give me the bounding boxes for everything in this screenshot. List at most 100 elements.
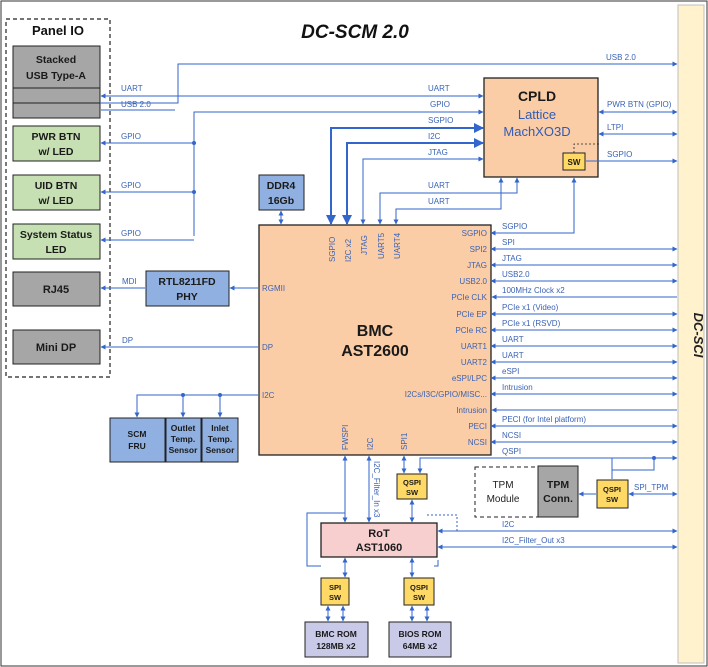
ddr4-label-2: 16Gb xyxy=(268,195,294,207)
pin-peci: PECI xyxy=(468,422,487,431)
status-led-label-2: LED xyxy=(46,244,67,256)
pin-jtag-r: JTAG xyxy=(467,261,487,270)
pin-pcie-ep: PCIe EP xyxy=(456,310,487,319)
lbl-r-usb: USB2.0 xyxy=(502,270,530,279)
pin-usb: USB2.0 xyxy=(459,277,487,286)
bios-rom-box xyxy=(388,621,452,658)
lbl-r-espi: eSPI xyxy=(502,367,519,376)
phy-label-1: RTL8211FD xyxy=(158,276,216,288)
node-gpio-2 xyxy=(192,190,196,194)
tpm-conn-box xyxy=(537,465,579,518)
wire-gpio-cpld xyxy=(193,109,484,236)
lbl-i2c-cpld: I2C xyxy=(428,132,441,141)
tpm-module-label-2: Module xyxy=(487,494,520,505)
cpld-part: MachXO3D xyxy=(503,124,570,139)
lbl-r-ncsi: NCSI xyxy=(502,431,521,440)
lbl-uart-left: UART xyxy=(121,84,143,93)
inlet-label-1: Inlet xyxy=(211,423,229,433)
bmc-rom-label-1: BMC ROM xyxy=(315,629,357,639)
phy-box xyxy=(145,270,230,307)
qspi-sw-tpm-label-2: SW xyxy=(606,495,619,504)
ddr4-label-1: DDR4 xyxy=(267,180,296,192)
qspi-sw-bmc-label-2: SW xyxy=(406,488,419,497)
lbl-gpio-status: GPIO xyxy=(121,229,141,238)
minidp-box xyxy=(12,329,101,365)
lbl-dp: DP xyxy=(122,336,133,345)
bmc-rom-label-2: 128MB x2 xyxy=(316,641,355,651)
lbl-r-clk: 100MHz Clock x2 xyxy=(502,286,565,295)
pin-uart4: UART4 xyxy=(393,232,402,259)
rot-box xyxy=(320,522,438,558)
lbl-r-i2c: I2C xyxy=(502,520,515,529)
spi-sw-label-1: SPI xyxy=(329,583,341,592)
status-led-label-1: System Status xyxy=(20,229,93,241)
qspi-sw-bios-label-2: SW xyxy=(413,593,426,602)
lbl-r-rsvd: PCIe x1 (RSVD) xyxy=(502,319,561,328)
qspi-sw-tpm-label-1: QSPI xyxy=(603,485,621,494)
node-i2c-2 xyxy=(218,393,222,397)
pin-dp: DP xyxy=(262,343,273,352)
inlet-sensor-box xyxy=(201,417,239,463)
dc-sci-bar xyxy=(677,4,705,664)
lbl-r-jtag: JTAG xyxy=(502,254,522,263)
bios-rom-label-1: BIOS ROM xyxy=(399,629,442,639)
wire-sgpio-cpld xyxy=(326,123,484,225)
lbl-spi-tpm: SPI_TPM xyxy=(634,483,669,492)
lbl-uart-cpld: UART xyxy=(428,84,450,93)
tpm-module-label-1: TPM xyxy=(492,480,513,491)
rot-part: AST1060 xyxy=(356,542,402,554)
pwr-btn-box xyxy=(12,125,101,162)
lbl-usb20-top: USB 2.0 xyxy=(606,53,636,62)
lbl-r-uart2: UART xyxy=(502,351,524,360)
pin-rgmii: RGMII xyxy=(262,284,285,293)
tpm-conn-label-2: Conn. xyxy=(543,493,573,505)
uid-btn-label-2: w/ LED xyxy=(37,195,73,207)
lbl-gpio-pwr: GPIO xyxy=(121,132,141,141)
wire-qspi-dash xyxy=(427,514,458,531)
lbl-r-qspi: QSPI xyxy=(502,447,521,456)
scm-fru-box xyxy=(109,417,166,463)
qspi-sw-bmc-label-1: QSPI xyxy=(403,478,421,487)
lbl-mdi: MDI xyxy=(122,277,137,286)
wire-i2c-sensors xyxy=(134,394,258,418)
lbl-r-video: PCIe x1 (Video) xyxy=(502,303,559,312)
ddr4-box xyxy=(258,174,305,211)
bmc-rom-box xyxy=(304,621,369,658)
node-gpio-1 xyxy=(192,141,196,145)
bmc-part: AST2600 xyxy=(341,343,409,360)
lbl-usb20-left: USB 2.0 xyxy=(121,100,151,109)
inlet-label-2: Temp. xyxy=(208,434,232,444)
pin-intrusion: Intrusion xyxy=(456,406,487,415)
panel-io-label: Panel IO xyxy=(32,23,84,38)
pin-jtag: JTAG xyxy=(360,235,369,255)
lbl-r-spi: SPI xyxy=(502,238,515,247)
outlet-label-3: Sensor xyxy=(169,445,199,455)
lbl-ltpi: LTPI xyxy=(607,123,623,132)
dc-sci-label: DC-SCI xyxy=(691,313,706,358)
lbl-r-intrusion: Intrusion xyxy=(502,383,533,392)
lbl-filter-in: I2C_Filter_In x3 xyxy=(372,461,381,518)
pin-i2c: I2C xyxy=(262,391,275,400)
pin-pcie-clk: PCIe CLK xyxy=(451,293,487,302)
pwr-btn-label-2: w/ LED xyxy=(37,146,73,158)
pin-spi2: SPI2 xyxy=(470,245,488,254)
cpld-vendor: Lattice xyxy=(518,107,556,122)
fru-label-2: FRU xyxy=(128,441,145,451)
lbl-gpio-uid: GPIO xyxy=(121,181,141,190)
pin-spi1: SPI1 xyxy=(400,432,409,450)
pin-uart1: UART1 xyxy=(461,342,488,351)
node-tpm-1 xyxy=(652,456,656,460)
cpld-title: CPLD xyxy=(518,88,556,104)
lbl-r-i2c-filter-out: I2C_Filter_Out x3 xyxy=(502,536,565,545)
rj45-box xyxy=(12,271,101,307)
wire-usb20-top xyxy=(100,61,678,104)
lbl-uart-bmc1: UART xyxy=(428,181,450,190)
qspi-sw-box-bios xyxy=(403,577,435,606)
uid-btn-label-1: UID BTN xyxy=(35,180,78,192)
pin-misc: I2Cs/I3C/GPIO/MISC... xyxy=(405,390,487,399)
usb-type-a-box xyxy=(12,45,101,119)
qspi-sw-box-bmc xyxy=(396,473,428,500)
lbl-pwr-btn-gpio: PWR BTN (GPIO) xyxy=(607,100,672,109)
tpm-conn-label-1: TPM xyxy=(547,479,569,491)
